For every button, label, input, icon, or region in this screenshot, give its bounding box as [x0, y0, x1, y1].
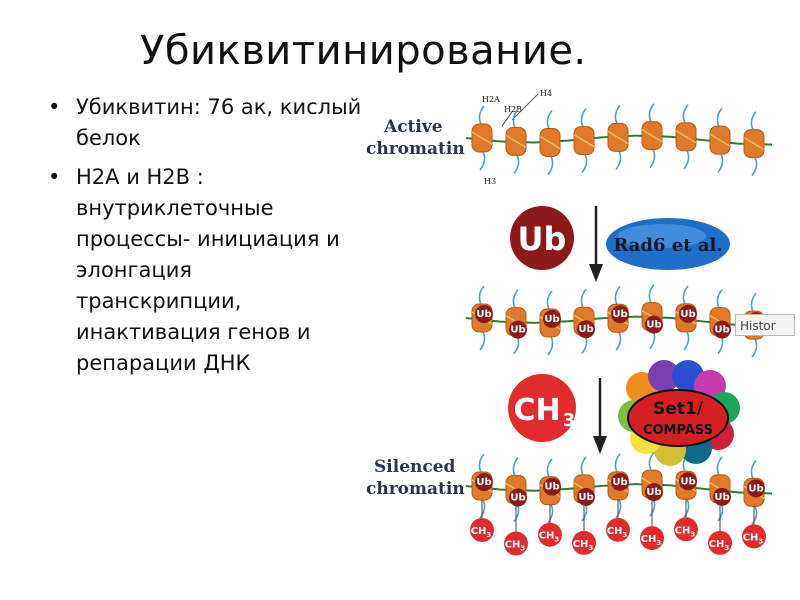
tooltip: Histor — [735, 314, 795, 336]
active-label-2: chromatin — [366, 139, 465, 159]
ub-marker — [713, 320, 731, 339]
ch3-label: CH — [513, 393, 560, 428]
ub-marker-label: Ub — [578, 492, 593, 503]
ub-marker — [747, 479, 765, 498]
ub-marker — [611, 305, 629, 324]
ch3-marker — [606, 517, 630, 542]
ub-marker-label: Ub — [476, 309, 491, 320]
ch3-marker — [708, 530, 732, 555]
methylation-step: CH 3 Set1/ COMPASS — [508, 360, 740, 466]
ch3-marker — [504, 531, 528, 556]
set1-label: Set1/ — [653, 399, 704, 419]
histone-label-h2b: H2B — [504, 105, 522, 114]
ub-label: Ub — [518, 220, 567, 258]
ub-marker — [577, 320, 595, 339]
ch3-marker-label: CH3 — [471, 526, 492, 539]
ub-marker-label: Ub — [646, 487, 661, 498]
ub-step: Ub Rad6 et al. — [510, 206, 730, 282]
ub-marker — [679, 304, 697, 323]
ub-marker — [645, 483, 663, 502]
ub-marker — [645, 315, 663, 334]
ub-marker-label: Ub — [544, 314, 559, 325]
ch3-subscript: 3 — [563, 410, 576, 431]
ch3-marker — [674, 517, 698, 542]
down-arrow-icon — [589, 264, 603, 282]
ub-marker-label: Ub — [646, 320, 661, 331]
silenced-label: Silenced — [374, 457, 456, 477]
active-chromatin-fiber — [465, 103, 773, 177]
ub-marker-label: Ub — [510, 493, 525, 504]
down-arrow-icon — [593, 436, 607, 454]
bullet-text: Убиквитин: 76 ак, кислый белок — [76, 95, 362, 150]
ch3-marker-label: CH3 — [573, 539, 594, 552]
ub-marker-label: Ub — [476, 477, 491, 488]
ub-marker-label: Ub — [714, 325, 729, 336]
ch3-marker — [538, 522, 562, 547]
ub-marker — [713, 487, 731, 506]
rad6-label: Rad6 et al. — [613, 235, 722, 256]
ub-marker — [475, 305, 493, 323]
ub-marker-label: Ub — [748, 483, 763, 494]
active-label: Active — [383, 117, 443, 137]
ub-marker-label: Ub — [680, 309, 695, 320]
ch3-marker — [742, 524, 766, 549]
ub-marker — [577, 487, 595, 506]
ub-marker — [509, 320, 527, 339]
silenced-label-2: chromatin — [366, 479, 465, 499]
ch3-marker-label: CH3 — [505, 540, 526, 553]
ch3-marker — [470, 518, 494, 542]
ub-marker-label: Ub — [544, 482, 559, 493]
ch3-marker-label: CH3 — [607, 526, 628, 539]
bullet-dot-icon: • — [48, 95, 61, 119]
bullet-item: • H2A и H2B : внутриклеточные процессы- … — [44, 162, 364, 379]
ub-marker-label: Ub — [578, 324, 593, 335]
ub-marker-label: Ub — [714, 492, 729, 503]
histone-label-h4: H4 — [540, 89, 552, 98]
ub-marker-label: Ub — [612, 309, 627, 320]
ub-marker — [543, 477, 561, 496]
ub-marker-label: Ub — [510, 325, 525, 336]
ch3-marker-label: CH3 — [641, 534, 662, 547]
bullet-item: • Убиквитин: 76 ак, кислый белок — [44, 92, 364, 154]
ch3-marker-label: CH3 — [709, 539, 730, 552]
ub-marker-label: Ub — [612, 477, 627, 488]
ch3-marker-label: CH3 — [675, 525, 696, 538]
ub-marker — [611, 472, 629, 491]
bullet-list: • Убиквитин: 76 ак, кислый белок • H2A и… — [44, 92, 364, 387]
compass-label: COMPASS — [643, 423, 713, 438]
ub-marker — [509, 488, 527, 507]
bullet-text: H2A и H2B : внутриклеточные процессы- ин… — [76, 165, 340, 375]
ch3-marker-label: CH3 — [539, 531, 560, 544]
ch3-marker-label: CH3 — [743, 532, 764, 545]
ch3-marker — [640, 526, 664, 551]
ub-marker — [475, 473, 493, 491]
ch3-marker — [572, 530, 596, 555]
bullet-dot-icon: • — [48, 165, 61, 189]
slide-title: Убиквитинирование. — [140, 28, 587, 74]
ch3-circle — [508, 374, 576, 442]
histone-label-h3: H3 — [484, 177, 496, 186]
ub-marker — [543, 309, 561, 328]
chromatin-ubiquitination-figure: Active chromatin Silenced chromatin H2A … — [366, 89, 773, 556]
set1-compass-complex — [627, 389, 729, 447]
ub-marker-label: Ub — [680, 476, 695, 487]
ub-marker — [679, 472, 697, 491]
histone-label-h2a: H2A — [482, 95, 500, 104]
ub-circle — [510, 206, 574, 270]
